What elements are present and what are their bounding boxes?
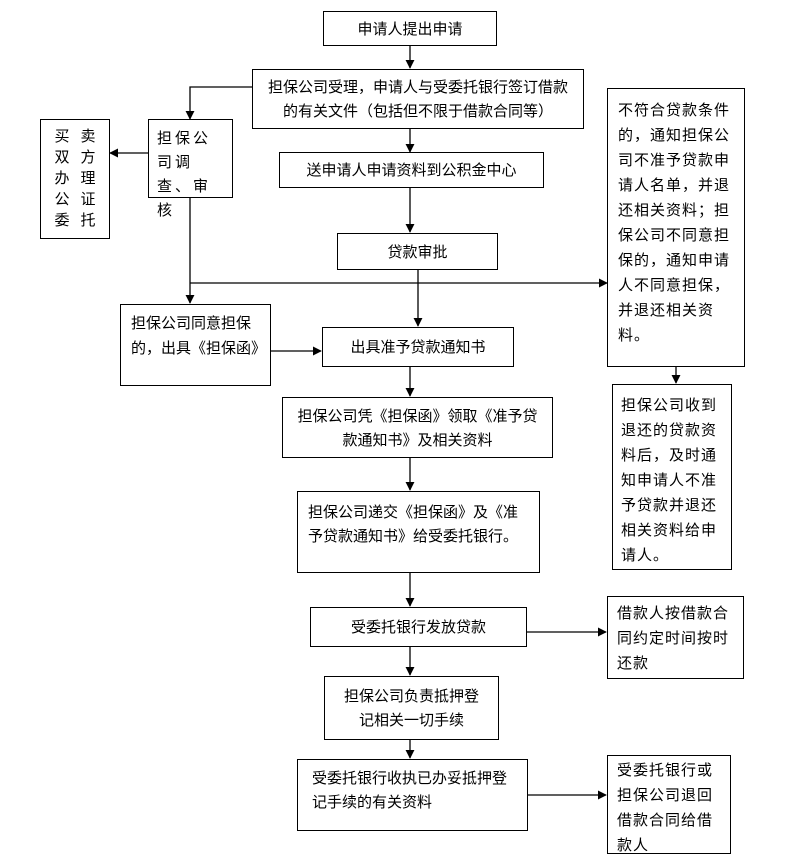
sidebar-char: 理 (80, 169, 96, 187)
node-submit-to-bank: 担保公司递交《担保函》及《准予贷款通知书》给受委托银行。 (297, 491, 540, 573)
node-loan-approval-text: 贷款审批 (387, 242, 448, 261)
sidebar-char: 买 (54, 127, 70, 145)
sidebar-char: 卖 (80, 127, 96, 145)
node-bank-disburse-text: 受委托银行发放贷款 (350, 618, 486, 636)
node-collect-notice: 担保公司凭《担保函》领取《准予贷款通知书》及相关资料 (282, 397, 553, 458)
node-bank-disburse: 受委托银行发放贷款 (310, 607, 527, 647)
node-investigate: 担保公司调查、审核 (148, 119, 233, 219)
sidebar-char: 托 (80, 211, 96, 229)
node-return-contract: 受委托银行或担保公司退回借款合同给借款人 (607, 755, 731, 854)
node-sidebar: 买 双 办 公 委 卖 方 理 证 托 (40, 119, 110, 239)
node-mortgage-register-text: 担保公司负责抵押登记相关一切手续 (343, 687, 479, 729)
node-reject-notice-text: 不符合贷款条件的，通知担保公司不准予贷款申请人名单，并退还相关资料；担保公司不同… (618, 101, 731, 344)
sidebar-right-column: 卖 方 理 证 托 (79, 126, 97, 231)
node-send-materials-text: 送申请人申请资料到公积金中心 (306, 161, 517, 179)
node-returned-materials: 担保公司收到退还的贷款资料后，及时通知申请人不准予贷款并退还相关资料给申请人。 (612, 384, 732, 570)
node-bank-receive-text: 受委托银行收执已办妥抵押登记手续的有关资料 (312, 769, 508, 811)
node-bank-receive: 受委托银行收执已办妥抵押登记手续的有关资料 (297, 759, 528, 831)
node-guarantee-agree: 担保公司同意担保的，出具《担保函》 (120, 304, 271, 386)
node-return-contract-text: 受委托银行或担保公司退回借款合同给借款人 (617, 761, 714, 854)
node-repay: 借款人按借款合同约定时间按时还款 (607, 596, 744, 679)
sidebar-left-column: 买 双 办 公 委 (53, 126, 71, 231)
node-submit-to-bank-text: 担保公司递交《担保函》及《准予贷款通知书》给受委托银行。 (308, 503, 519, 545)
node-guarantee-agree-text: 担保公司同意担保的，出具《担保函》 (131, 314, 267, 357)
node-apply-text: 申请人提出申请 (357, 19, 463, 38)
sidebar-char: 公 (54, 190, 70, 208)
node-reject-notice: 不符合贷款条件的，通知担保公司不准予贷款申请人名单，并退还相关资料；担保公司不同… (607, 88, 745, 367)
sidebar-char: 方 (80, 148, 96, 166)
sidebar-char: 委 (54, 211, 70, 229)
node-returned-materials-text: 担保公司收到退还的贷款资料后，及时通知申请人不准予贷款并退还相关资料给申请人。 (621, 396, 718, 564)
node-investigate-text: 担保公司调查、审核 (157, 129, 212, 219)
node-accept: 担保公司受理，申请人与受委托银行签订借款的有关文件（包括但不限于借款合同等） (252, 69, 584, 129)
sidebar-char: 双 (54, 148, 70, 166)
node-apply: 申请人提出申请 (323, 11, 497, 46)
node-collect-notice-text: 担保公司凭《担保函》领取《准予贷款通知书》及相关资料 (297, 406, 538, 449)
sidebar-char: 证 (80, 190, 96, 208)
node-issue-notice-text: 出具准予贷款通知书 (350, 338, 486, 356)
node-loan-approval: 贷款审批 (337, 233, 498, 270)
node-send-materials: 送申请人申请资料到公积金中心 (279, 152, 544, 188)
node-issue-notice: 出具准予贷款通知书 (322, 327, 514, 367)
node-accept-text: 担保公司受理，申请人与受委托银行签订借款的有关文件（包括但不限于借款合同等） (267, 78, 568, 120)
node-mortgage-register: 担保公司负责抵押登记相关一切手续 (324, 676, 499, 740)
sidebar-char: 办 (54, 169, 70, 187)
node-repay-text: 借款人按借款合同约定时间按时还款 (617, 604, 730, 672)
